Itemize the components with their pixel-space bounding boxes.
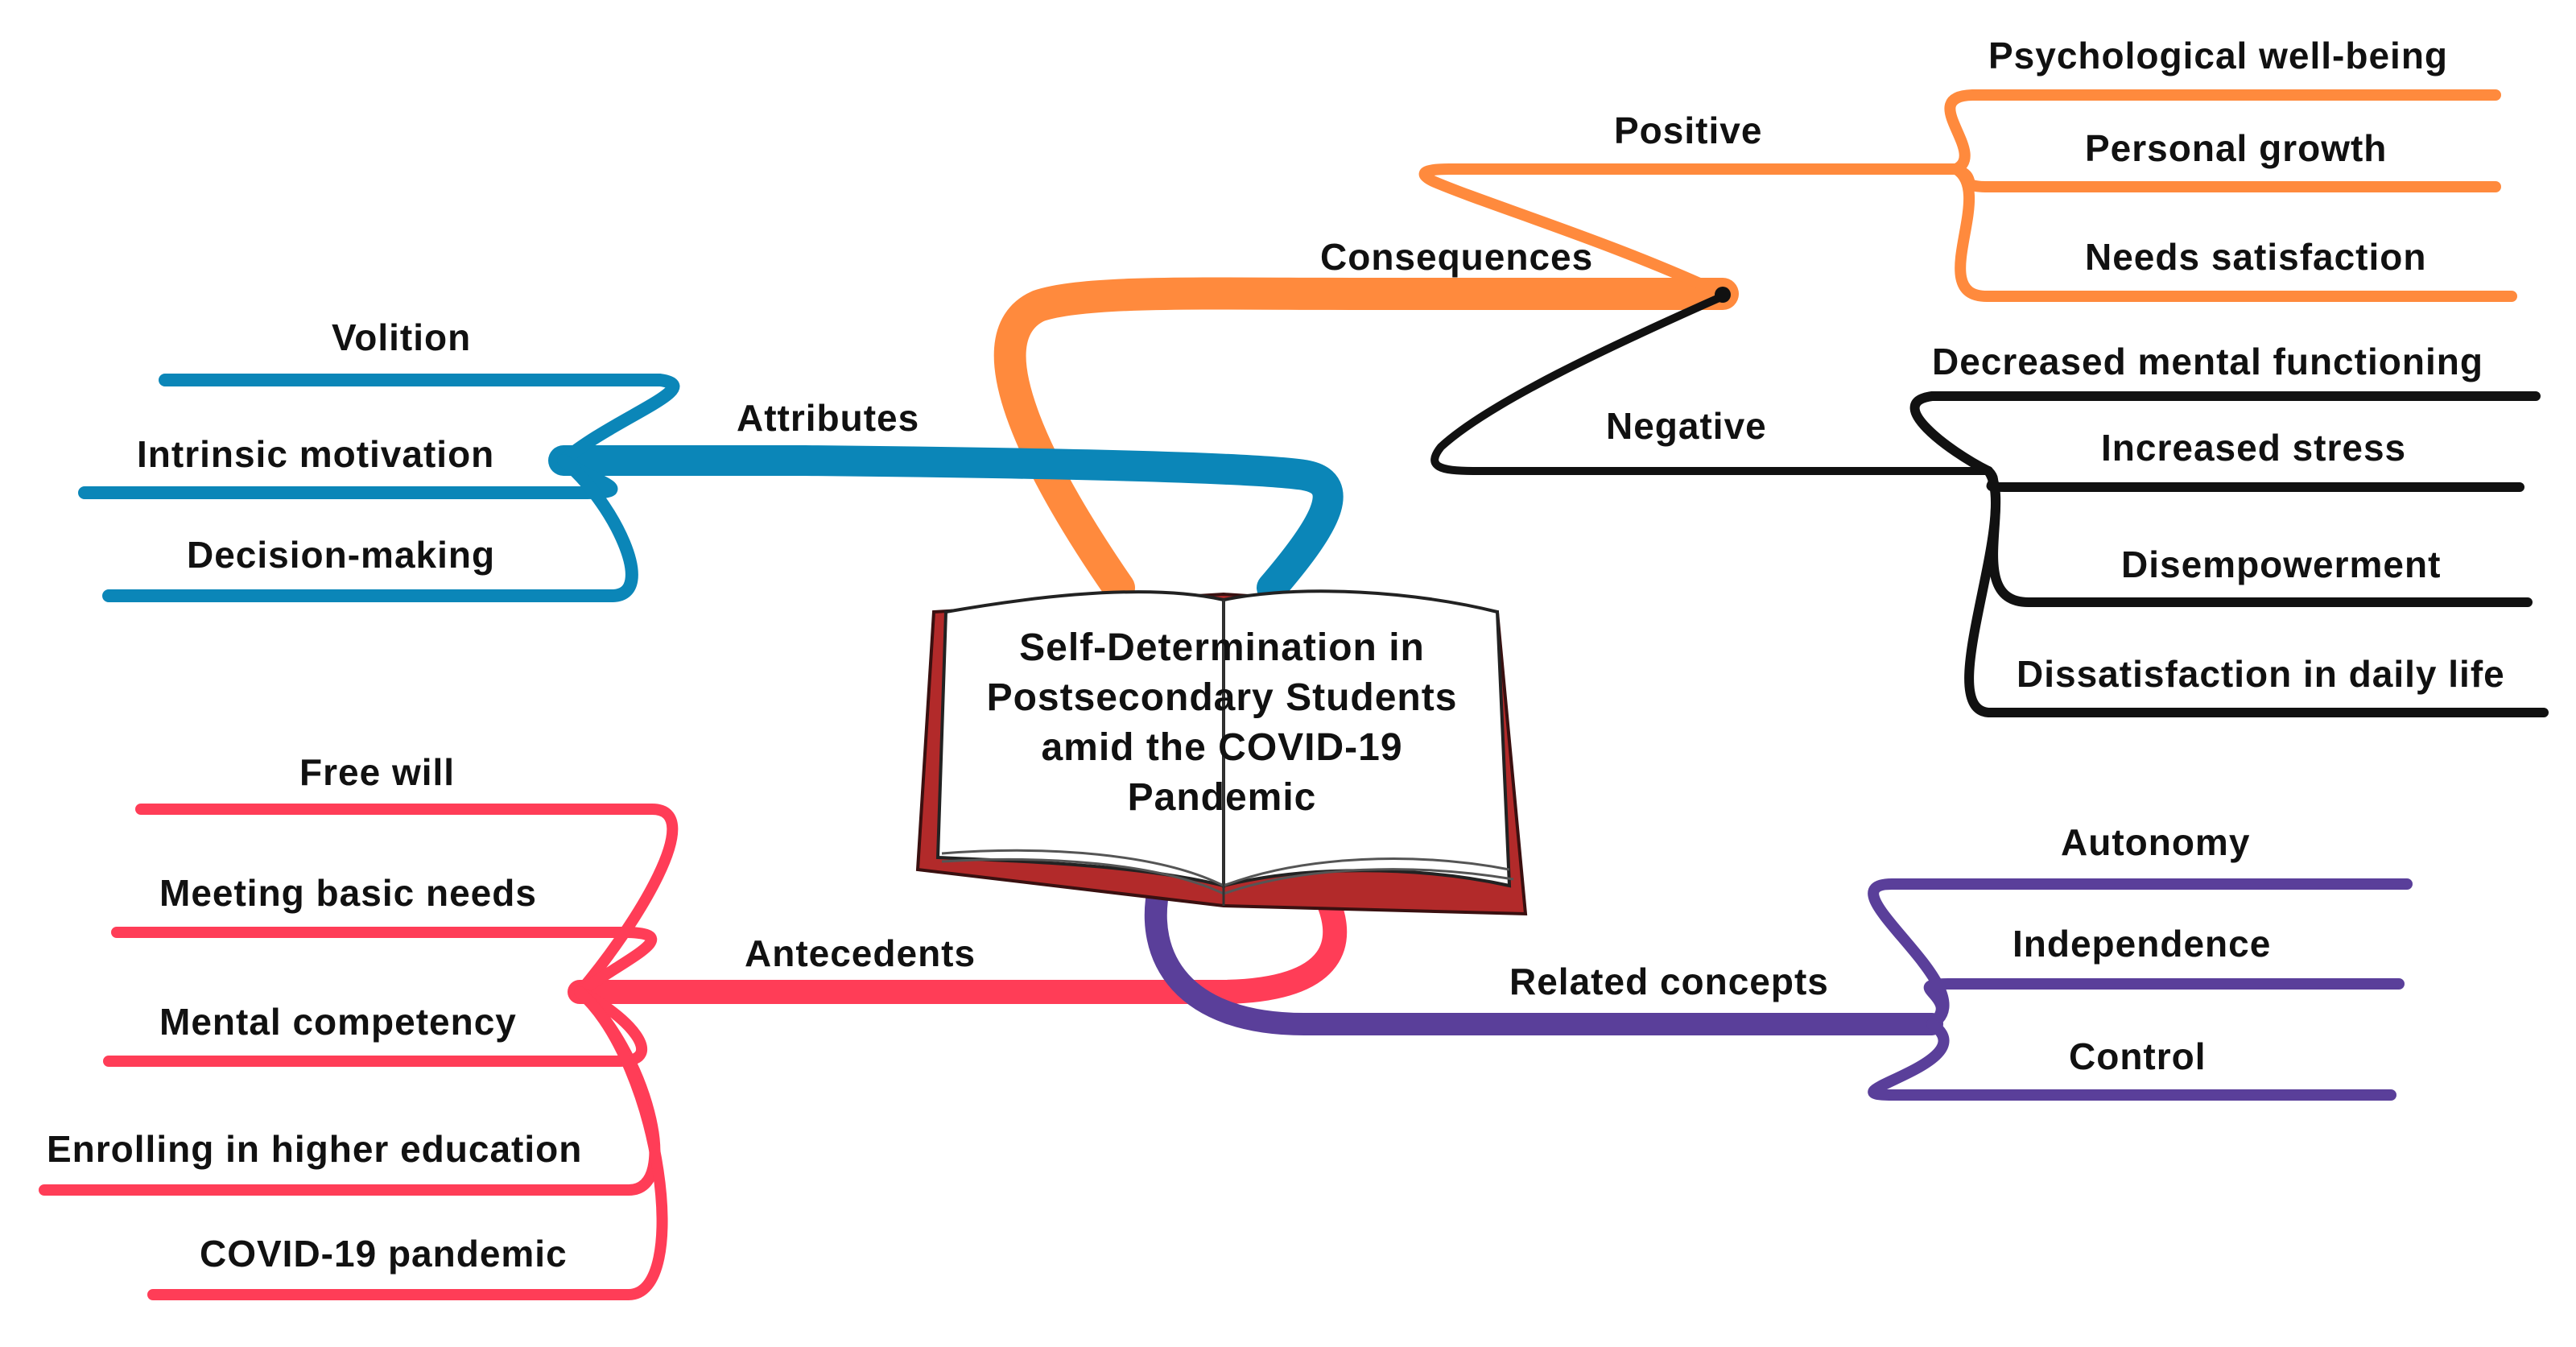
- positive-item-line-2: [1951, 163, 2501, 192]
- related-item-line-3: [1868, 1019, 2396, 1101]
- consequences-trunk: [993, 277, 1739, 604]
- negative-item-3: Disempowerment: [2121, 543, 2441, 585]
- antecedents-label: Antecedents: [745, 932, 976, 974]
- related-label: Related concepts: [1509, 961, 1829, 1002]
- antecedents-item-3: Mental competency: [159, 1001, 517, 1043]
- negative-item-line-4: [1964, 466, 2549, 717]
- book-icon: [915, 589, 1528, 916]
- positive-item-1: Psychological well-being: [1988, 35, 2448, 76]
- related-item-line-2: [1923, 978, 2405, 1030]
- center-title-line-1: Self-Determination in: [1019, 626, 1425, 669]
- attributes-label: Attributes: [737, 397, 919, 439]
- antecedents-item-2: Meeting basic needs: [159, 872, 537, 914]
- related-item-3: Control: [2069, 1035, 2207, 1077]
- positive-connector: [1418, 163, 1962, 300]
- related-trunk: [1144, 874, 1943, 1035]
- antecedents-item-5: COVID-19 pandemic: [200, 1233, 568, 1275]
- positive-label: Positive: [1614, 109, 1762, 151]
- negative-item-1: Decreased mental functioning: [1932, 341, 2483, 382]
- positive-item-line-1: [1944, 89, 2501, 175]
- related-item-2: Independence: [2013, 923, 2271, 965]
- positive-item-3: Needs satisfaction: [2085, 236, 2426, 278]
- attributes-item-2: Intrinsic motivation: [137, 433, 494, 475]
- related-branch: [1144, 874, 2413, 1101]
- attributes-item-3: Decision-making: [187, 534, 495, 576]
- center-title-line-3: amid the COVID-19: [1041, 726, 1402, 769]
- attributes-branch: [78, 374, 1344, 603]
- attributes-item-1: Volition: [332, 316, 471, 358]
- positive-item-2: Personal growth: [2085, 127, 2387, 169]
- negative-item-4: Dissatisfaction in daily life: [2017, 653, 2505, 695]
- attributes-item-line-3: [102, 454, 638, 602]
- antecedents-item-line-5: [147, 986, 668, 1301]
- antecedents-item-line-2: [111, 927, 657, 998]
- consequences-label: Consequences: [1320, 236, 1593, 278]
- related-item-1: Autonomy: [2061, 821, 2250, 863]
- negative-item-line-1: [1909, 391, 2541, 476]
- positive-item-line-3: [1951, 163, 2517, 303]
- attributes-item-line-1: [159, 374, 680, 467]
- center-title-line-4: Pandemic: [1128, 776, 1317, 819]
- negative-connector: [1430, 292, 1992, 475]
- negative-branch: [1430, 287, 2549, 717]
- antecedents-item-line-1: [135, 804, 679, 998]
- antecedents-item-4: Enrolling in higher education: [47, 1128, 582, 1170]
- antecedents-item-1: Free will: [299, 751, 455, 793]
- negative-item-line-2: [1984, 466, 2524, 492]
- negative-label: Negative: [1606, 405, 1767, 447]
- attributes-trunk: [548, 445, 1344, 603]
- center-title-line-2: Postsecondary Students: [987, 676, 1458, 719]
- negative-item-2: Increased stress: [2101, 427, 2406, 469]
- consequences-branch: [993, 89, 2517, 604]
